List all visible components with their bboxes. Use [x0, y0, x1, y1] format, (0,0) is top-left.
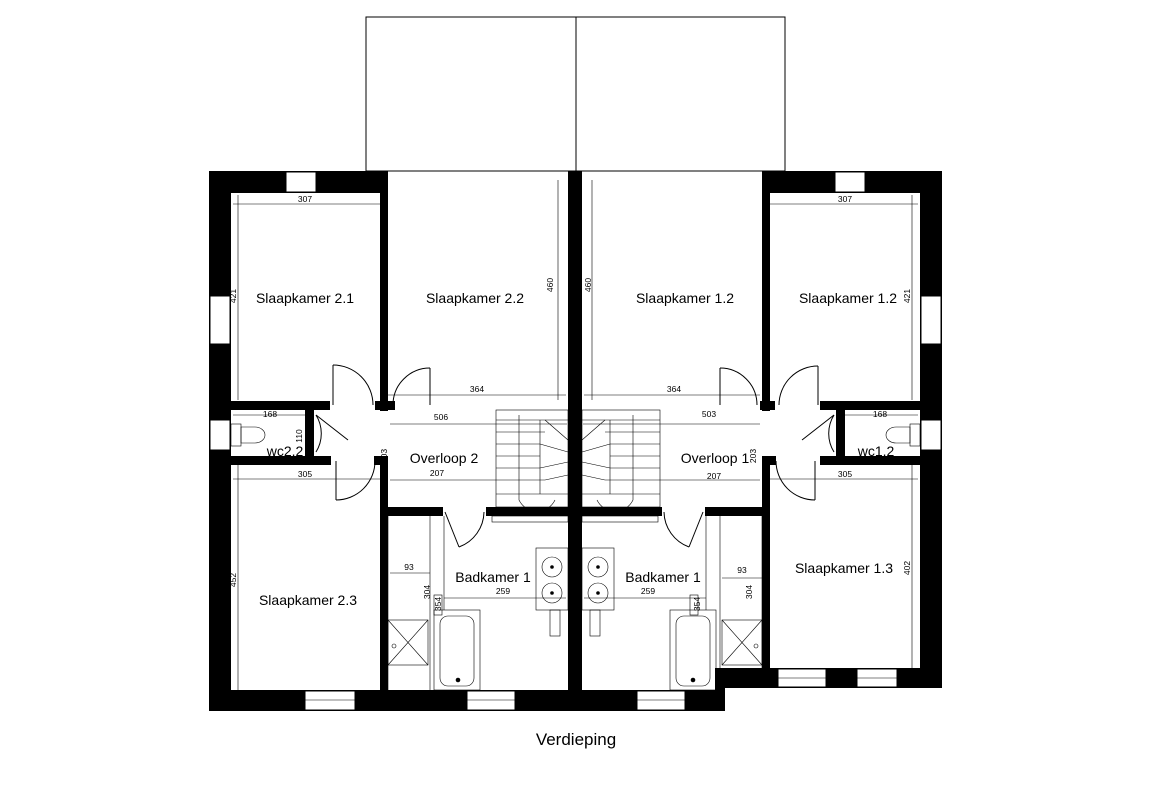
dim-207-left: 207 [430, 468, 444, 478]
window-bottom-1 [304, 690, 356, 711]
room-label-slaapkamer-1-2-mid: Slaapkamer 1.2 [636, 290, 734, 306]
dim-503: 503 [702, 409, 716, 419]
dim-110-right: 110 [836, 429, 846, 443]
dim-364-right: 364 [667, 384, 681, 394]
toilets [230, 423, 921, 447]
room-labels: Slaapkamer 2.1 Slaapkamer 2.2 Slaapkamer… [256, 290, 897, 608]
window-right-upper [920, 295, 942, 345]
bathroom-fixtures [387, 516, 763, 691]
dim-305-left: 305 [298, 469, 312, 479]
room-label-wc-2-2: wc2.2 [266, 443, 304, 459]
staircase [495, 409, 661, 512]
dim-354-left: 354 [433, 597, 443, 611]
dim-402: 402 [902, 561, 912, 575]
room-label-badkamer-right: Badkamer 1 [625, 569, 701, 585]
dim-168-left: 168 [263, 409, 277, 419]
room-label-slaapkamer-2-1: Slaapkamer 2.1 [256, 290, 354, 306]
dim-354-right: 354 [692, 597, 702, 611]
dim-168-right: 168 [873, 409, 887, 419]
dim-506: 506 [434, 412, 448, 422]
dim-203-left: 203 [379, 449, 389, 463]
windows [209, 171, 942, 711]
dim-259-right: 259 [641, 586, 655, 596]
room-label-wc-1-2: wc1.2 [857, 443, 895, 459]
dim-304-right: 304 [744, 585, 754, 599]
plan-caption: Verdieping [536, 730, 616, 749]
window-top-left [285, 171, 317, 193]
room-label-overloop-1: Overloop 1 [681, 450, 750, 466]
doors [315, 364, 835, 548]
dim-307-right: 307 [838, 194, 852, 204]
roof-outline [365, 16, 786, 172]
room-label-slaapkamer-2-2: Slaapkamer 2.2 [426, 290, 524, 306]
dim-203-right: 203 [748, 449, 758, 463]
window-top-right [834, 171, 866, 193]
dim-93-left: 93 [404, 562, 414, 572]
room-label-badkamer-left: Badkamer 1 [455, 569, 531, 585]
window-left-upper [209, 295, 231, 345]
dim-305-right: 305 [838, 469, 852, 479]
window-bottom-3 [636, 690, 686, 711]
dim-207-right: 207 [707, 471, 721, 481]
dim-364-left: 364 [470, 384, 484, 394]
room-label-overloop-2: Overloop 2 [410, 450, 479, 466]
dim-421-right: 421 [902, 289, 912, 303]
room-label-slaapkamer-1-3: Slaapkamer 1.3 [795, 560, 893, 576]
room-label-slaapkamer-1-2-right: Slaapkamer 1.2 [799, 290, 897, 306]
dim-460-right: 460 [583, 278, 593, 292]
dim-421-left: 421 [228, 289, 238, 303]
dimension-labels: 307 307 421 421 460 460 364 364 168 168 … [228, 194, 912, 611]
dim-307-left: 307 [298, 194, 312, 204]
dim-259-left: 259 [496, 586, 510, 596]
dim-93-right: 93 [737, 565, 747, 575]
landing-railing [491, 515, 659, 523]
dim-460-left: 460 [545, 278, 555, 292]
room-label-slaapkamer-2-3: Slaapkamer 2.3 [259, 592, 357, 608]
dim-110-left: 110 [294, 429, 304, 443]
window-wc-right [920, 419, 942, 451]
window-wc-left [209, 419, 231, 451]
dim-304-left: 304 [422, 585, 432, 599]
walls [209, 171, 942, 711]
dimension-lines [233, 180, 918, 690]
window-bottom-2 [466, 690, 516, 711]
dim-452: 452 [228, 573, 238, 587]
